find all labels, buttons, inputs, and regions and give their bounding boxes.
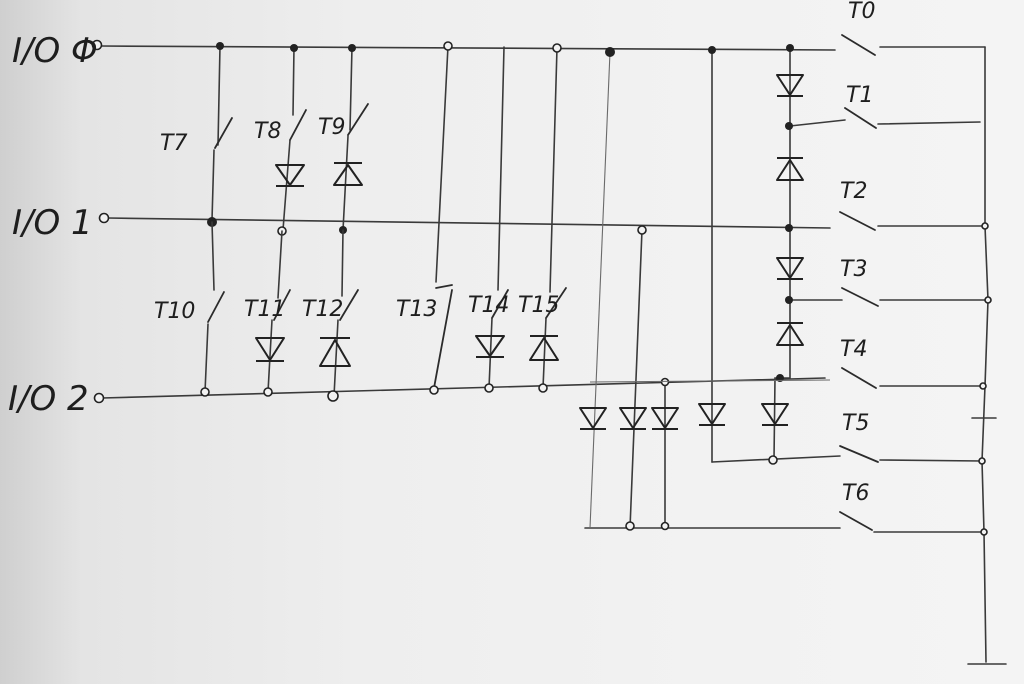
chain-diode-2: [776, 157, 804, 181]
io0-terminal[interactable]: [91, 39, 103, 51]
switch-T4: [841, 367, 983, 389]
chain-diode-5: [761, 403, 789, 426]
wire-640: [629, 229, 643, 529]
label-T4: T4: [840, 337, 867, 362]
switch-T15: [545, 287, 567, 319]
label-T9: T9: [318, 115, 345, 140]
switch-T13: [433, 289, 453, 389]
diode-T14: [475, 335, 505, 358]
label-T0: T0: [848, 0, 875, 24]
label-T6: T6: [842, 481, 869, 506]
bus-io1: [107, 217, 831, 229]
switch-T7: [214, 117, 233, 149]
switch-T6: [584, 511, 985, 533]
chain-diode-1: [776, 74, 804, 97]
diode-T9: [333, 162, 363, 186]
switch-T1: [789, 107, 981, 129]
diode-chain-wire: [773, 47, 791, 461]
label-T2: T2: [840, 179, 867, 204]
switch-T11: [273, 289, 291, 321]
diode-lower-2: [619, 407, 647, 430]
chain-diode-4: [776, 322, 804, 346]
right-rail: [981, 46, 989, 663]
switch-T9: [347, 103, 369, 136]
wire-610: [589, 51, 611, 529]
io1-terminal[interactable]: [98, 212, 110, 224]
label-io1: I/O 1: [12, 203, 93, 243]
chain-diode-3: [776, 257, 804, 280]
switch-T2: [839, 211, 986, 231]
io2-terminal[interactable]: [93, 392, 105, 404]
switch-T14: [491, 289, 509, 319]
diode-T12: [319, 337, 351, 367]
switch-T13-a: [435, 284, 453, 289]
switch-T0: [841, 34, 986, 56]
switch-T12: [339, 289, 359, 321]
diode-T8: [275, 164, 305, 187]
bus-io0: [99, 45, 836, 51]
switch-T5: [711, 445, 983, 463]
label-io2: I/O 2: [8, 379, 89, 419]
switch-T10: [207, 291, 225, 323]
diode-lower-1: [579, 407, 607, 430]
diode-712: [698, 403, 726, 426]
label-T14: T14: [468, 293, 509, 318]
diode-T11: [255, 337, 285, 362]
label-T10: T10: [154, 299, 195, 324]
label-T13: T13: [396, 297, 437, 322]
diode-lower-3: [651, 407, 679, 430]
label-T5: T5: [842, 411, 869, 436]
label-T15: T15: [518, 293, 559, 318]
label-io0: I/O Φ: [12, 31, 98, 71]
switch-T8: [289, 109, 307, 141]
label-T8: T8: [254, 119, 281, 144]
label-T1: T1: [846, 83, 873, 108]
label-T11: T11: [244, 297, 285, 322]
wire-T7-top: [217, 45, 221, 146]
label-T7: T7: [160, 131, 187, 156]
switch-T3: [787, 287, 989, 307]
diode-T15: [529, 335, 559, 361]
label-T3: T3: [840, 257, 867, 282]
label-T12: T12: [302, 297, 343, 322]
